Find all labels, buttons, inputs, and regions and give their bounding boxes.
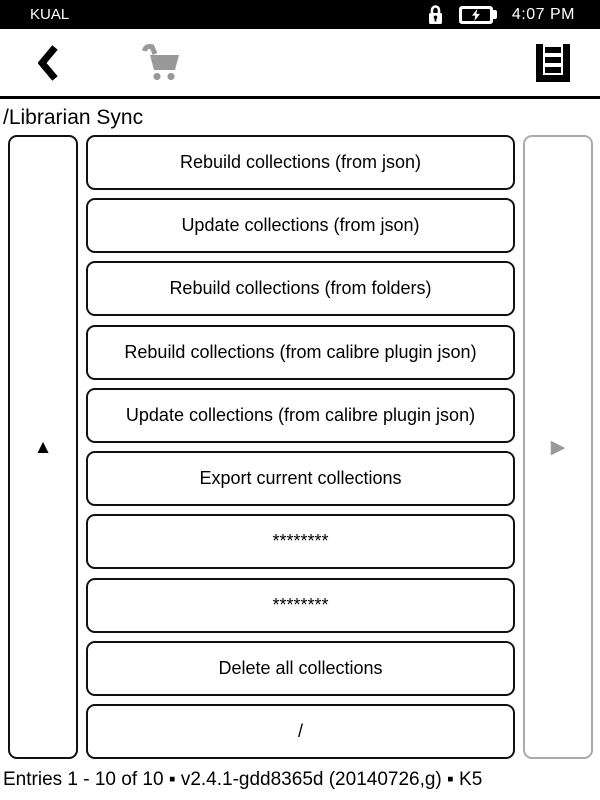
scroll-up-column[interactable]: ▲ xyxy=(8,135,78,759)
chevron-left-icon xyxy=(38,44,58,81)
battery-charging-icon xyxy=(458,5,497,24)
menu-item-hidden-1[interactable]: ******** xyxy=(86,514,515,570)
menu-item-rebuild-from-folders[interactable]: Rebuild collections (from folders) xyxy=(86,261,515,317)
breadcrumb: /Librarian Sync xyxy=(3,106,144,129)
toolbar-divider xyxy=(0,96,600,99)
menu-item-rebuild-from-calibre[interactable]: Rebuild collections (from calibre plugin… xyxy=(86,324,515,380)
cart-button[interactable] xyxy=(142,44,180,81)
back-button[interactable] xyxy=(38,44,58,81)
menu-item-update-from-calibre[interactable]: Update collections (from calibre plugin … xyxy=(86,387,515,443)
clock-time: 4:07 PM xyxy=(511,5,575,23)
menu-item-rebuild-from-json[interactable]: Rebuild collections (from json) xyxy=(86,135,515,190)
toolbar xyxy=(0,29,600,96)
list-menu-icon xyxy=(536,43,570,82)
scroll-next-arrow-icon: ▶ xyxy=(550,436,566,458)
footer-status: Entries 1 - 10 of 10 ▪ v2.4.1-gdd8365d (… xyxy=(3,769,483,790)
shopping-cart-icon xyxy=(142,44,179,81)
scroll-next-column[interactable]: ▶ xyxy=(523,135,593,759)
lock-icon xyxy=(427,3,444,26)
menu-item-export-collections[interactable]: Export current collections xyxy=(86,451,515,507)
menu-list: Rebuild collections (from json) Update c… xyxy=(86,135,515,759)
menu-item-root[interactable]: / xyxy=(86,703,515,759)
menu-item-delete-all[interactable]: Delete all collections xyxy=(86,640,515,696)
charging-bolt-icon xyxy=(471,8,480,21)
app-title: KUAL xyxy=(30,6,70,23)
menu-item-hidden-2[interactable]: ******** xyxy=(86,577,515,633)
menu-item-update-from-json[interactable]: Update collections (from json) xyxy=(86,198,515,254)
menu-screen: ▲ Rebuild collections (from json) Update… xyxy=(0,135,600,759)
scroll-up-arrow-icon: ▲ xyxy=(33,436,53,458)
menu-button[interactable] xyxy=(533,43,573,82)
status-bar: KUAL 4:07 PM xyxy=(0,0,600,29)
